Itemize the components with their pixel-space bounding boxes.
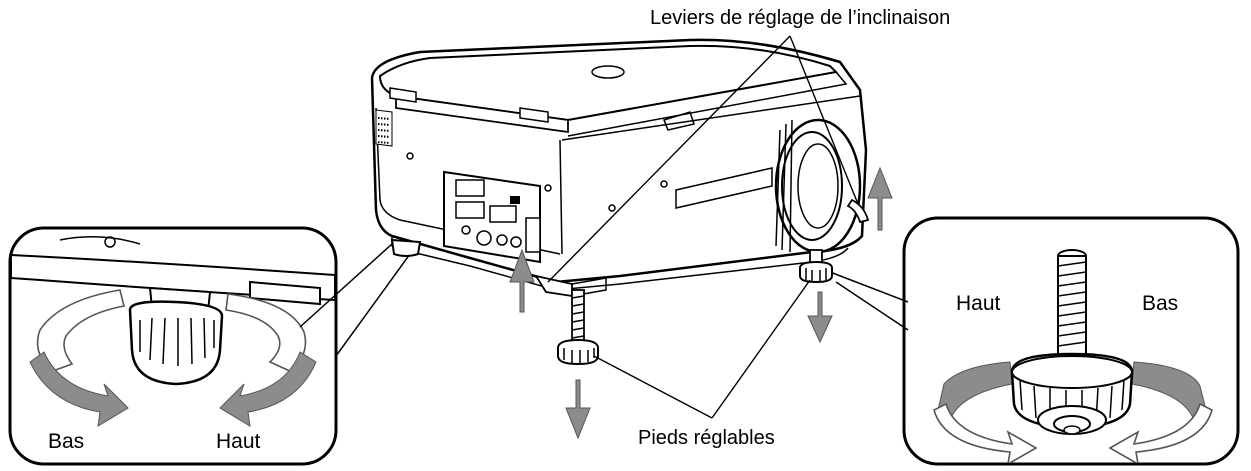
projector-top-cover [378, 44, 839, 122]
left-lever-up-arrow [509, 248, 535, 313]
lens [774, 118, 862, 254]
right-inset-outline-arrow-right [1108, 402, 1213, 463]
left-inset-foot-knob [128, 300, 224, 386]
right-foot-down-arrow [807, 291, 833, 344]
rear-foot [390, 238, 422, 257]
callout-lines [547, 35, 859, 419]
vent-grille [375, 109, 393, 147]
tilt-lever-callout-right [789, 35, 859, 205]
adjustable-feet-label: Pieds réglables [638, 427, 775, 449]
left-inset-connector-bottom [335, 253, 411, 357]
feet-callout-left [593, 355, 713, 419]
left-foot-down-arrow [565, 379, 591, 440]
projector [370, 38, 870, 298]
tilt-lever-callout-left [547, 35, 791, 283]
right-inset-outline-arrow-left [933, 402, 1038, 463]
left-inset: Bas Haut [8, 226, 338, 466]
right-inset-down-label: Bas [1142, 292, 1178, 315]
right-inset-up-label: Haut [956, 292, 1001, 315]
right-inset-connector-bottom [835, 281, 909, 331]
tilt-levers-label: Leviers de réglage de l’inclinaison [650, 7, 950, 29]
tilt-lever-right [846, 198, 870, 224]
left-inset-down-label: Bas [48, 430, 84, 453]
front-right-foot [799, 249, 833, 284]
feet-callout-right [711, 279, 811, 419]
movement-arrows [509, 166, 893, 440]
right-lever-up-arrow [867, 166, 893, 231]
connector-panel [443, 170, 541, 264]
left-inset-connector-top [299, 243, 393, 328]
right-inset: Haut Bas [902, 216, 1240, 466]
left-inset-outline-arrow-left [36, 289, 125, 373]
front-left-foot [557, 289, 599, 366]
right-inset-connector-top [829, 271, 909, 303]
left-inset-up-label: Haut [216, 430, 261, 453]
left-inset-gray-arrow-up [219, 351, 317, 427]
left-inset-gray-arrow-down [29, 351, 129, 427]
